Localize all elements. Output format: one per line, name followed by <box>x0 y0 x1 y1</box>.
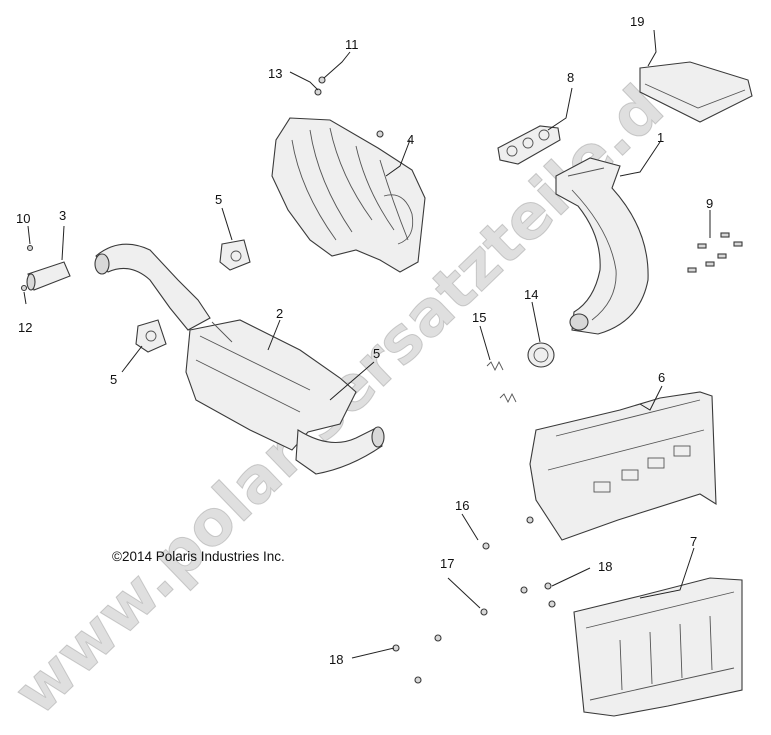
callout-4: 4 <box>407 132 414 147</box>
callout-6: 6 <box>658 370 665 385</box>
part-5-isolator-left <box>135 319 167 353</box>
callout-11: 11 <box>345 37 359 52</box>
part-19-plate <box>639 61 753 123</box>
callout-2: 2 <box>276 306 283 321</box>
callout-3: 3 <box>59 208 66 223</box>
callout-5-top: 5 <box>215 192 222 207</box>
callout-9: 9 <box>706 196 713 211</box>
callout-16: 16 <box>455 498 469 513</box>
callout-8: 8 <box>567 70 574 85</box>
part-1-header <box>555 157 649 335</box>
leader-lines <box>23 29 711 659</box>
callout-5-right: 5 <box>373 346 380 361</box>
callout-19: 19 <box>630 14 644 29</box>
callout-5-left: 5 <box>110 372 117 387</box>
part-14-seal-ring <box>527 342 555 368</box>
callout-18-left: 18 <box>329 652 343 667</box>
part-5-isolator-top <box>219 239 251 271</box>
callout-17: 17 <box>440 556 454 571</box>
part-2-muffler <box>94 243 385 475</box>
callout-1: 1 <box>657 130 664 145</box>
callout-labels: 19 11 13 8 4 1 5 9 10 3 14 2 15 12 5 5 6… <box>16 14 713 667</box>
callout-15: 15 <box>472 310 486 325</box>
callout-18-right: 18 <box>598 559 612 574</box>
callout-13: 13 <box>268 66 282 81</box>
callout-7: 7 <box>690 534 697 549</box>
part-9-bolts <box>687 232 743 273</box>
copyright-text: ©2014 Polaris Industries Inc. <box>112 549 285 564</box>
part-6-heat-shield <box>529 391 717 541</box>
part-8-gasket <box>497 125 561 165</box>
callout-14: 14 <box>524 287 538 302</box>
part-4-heat-shield <box>271 117 426 273</box>
part-15-springs <box>486 360 517 404</box>
callout-10: 10 <box>16 211 30 226</box>
part-7-heat-shield <box>573 577 743 717</box>
fasteners <box>20 76 556 684</box>
part-3-tip <box>26 261 71 291</box>
callout-12: 12 <box>18 320 32 335</box>
